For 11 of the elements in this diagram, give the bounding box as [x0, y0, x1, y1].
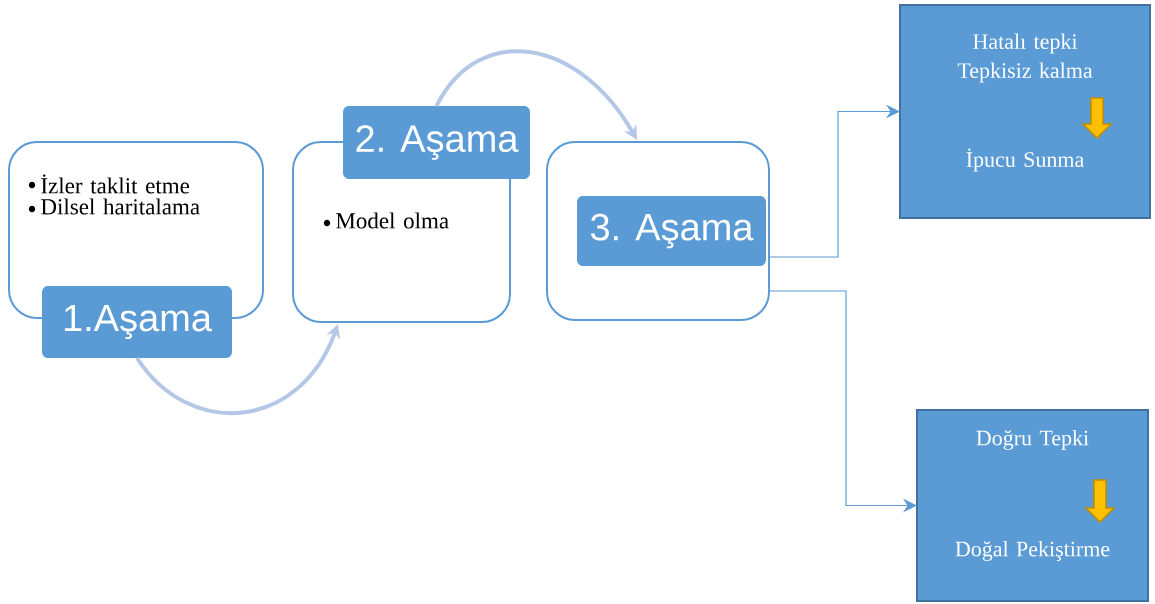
arrow [768, 104, 900, 258]
stage-label: 2. Aşama [343, 106, 530, 179]
stage-label: 1.Aşama [42, 286, 232, 358]
node-label: Doğal Pekiştirme [955, 541, 1110, 561]
result-box: Hatalı tepki Tepkisiz kalma İpucu Sunma [899, 4, 1151, 219]
node-label: Hatalı tepki Tepkisiz kalma [957, 33, 1093, 83]
step-box [546, 141, 770, 321]
stage-label: 3. Aşama [577, 196, 766, 266]
node-label: Doğru Tepki [976, 430, 1089, 450]
node-label: İpucu Sunma [966, 148, 1084, 172]
result-box: Doğru Tepki Doğal Pekiştirme [916, 409, 1149, 602]
